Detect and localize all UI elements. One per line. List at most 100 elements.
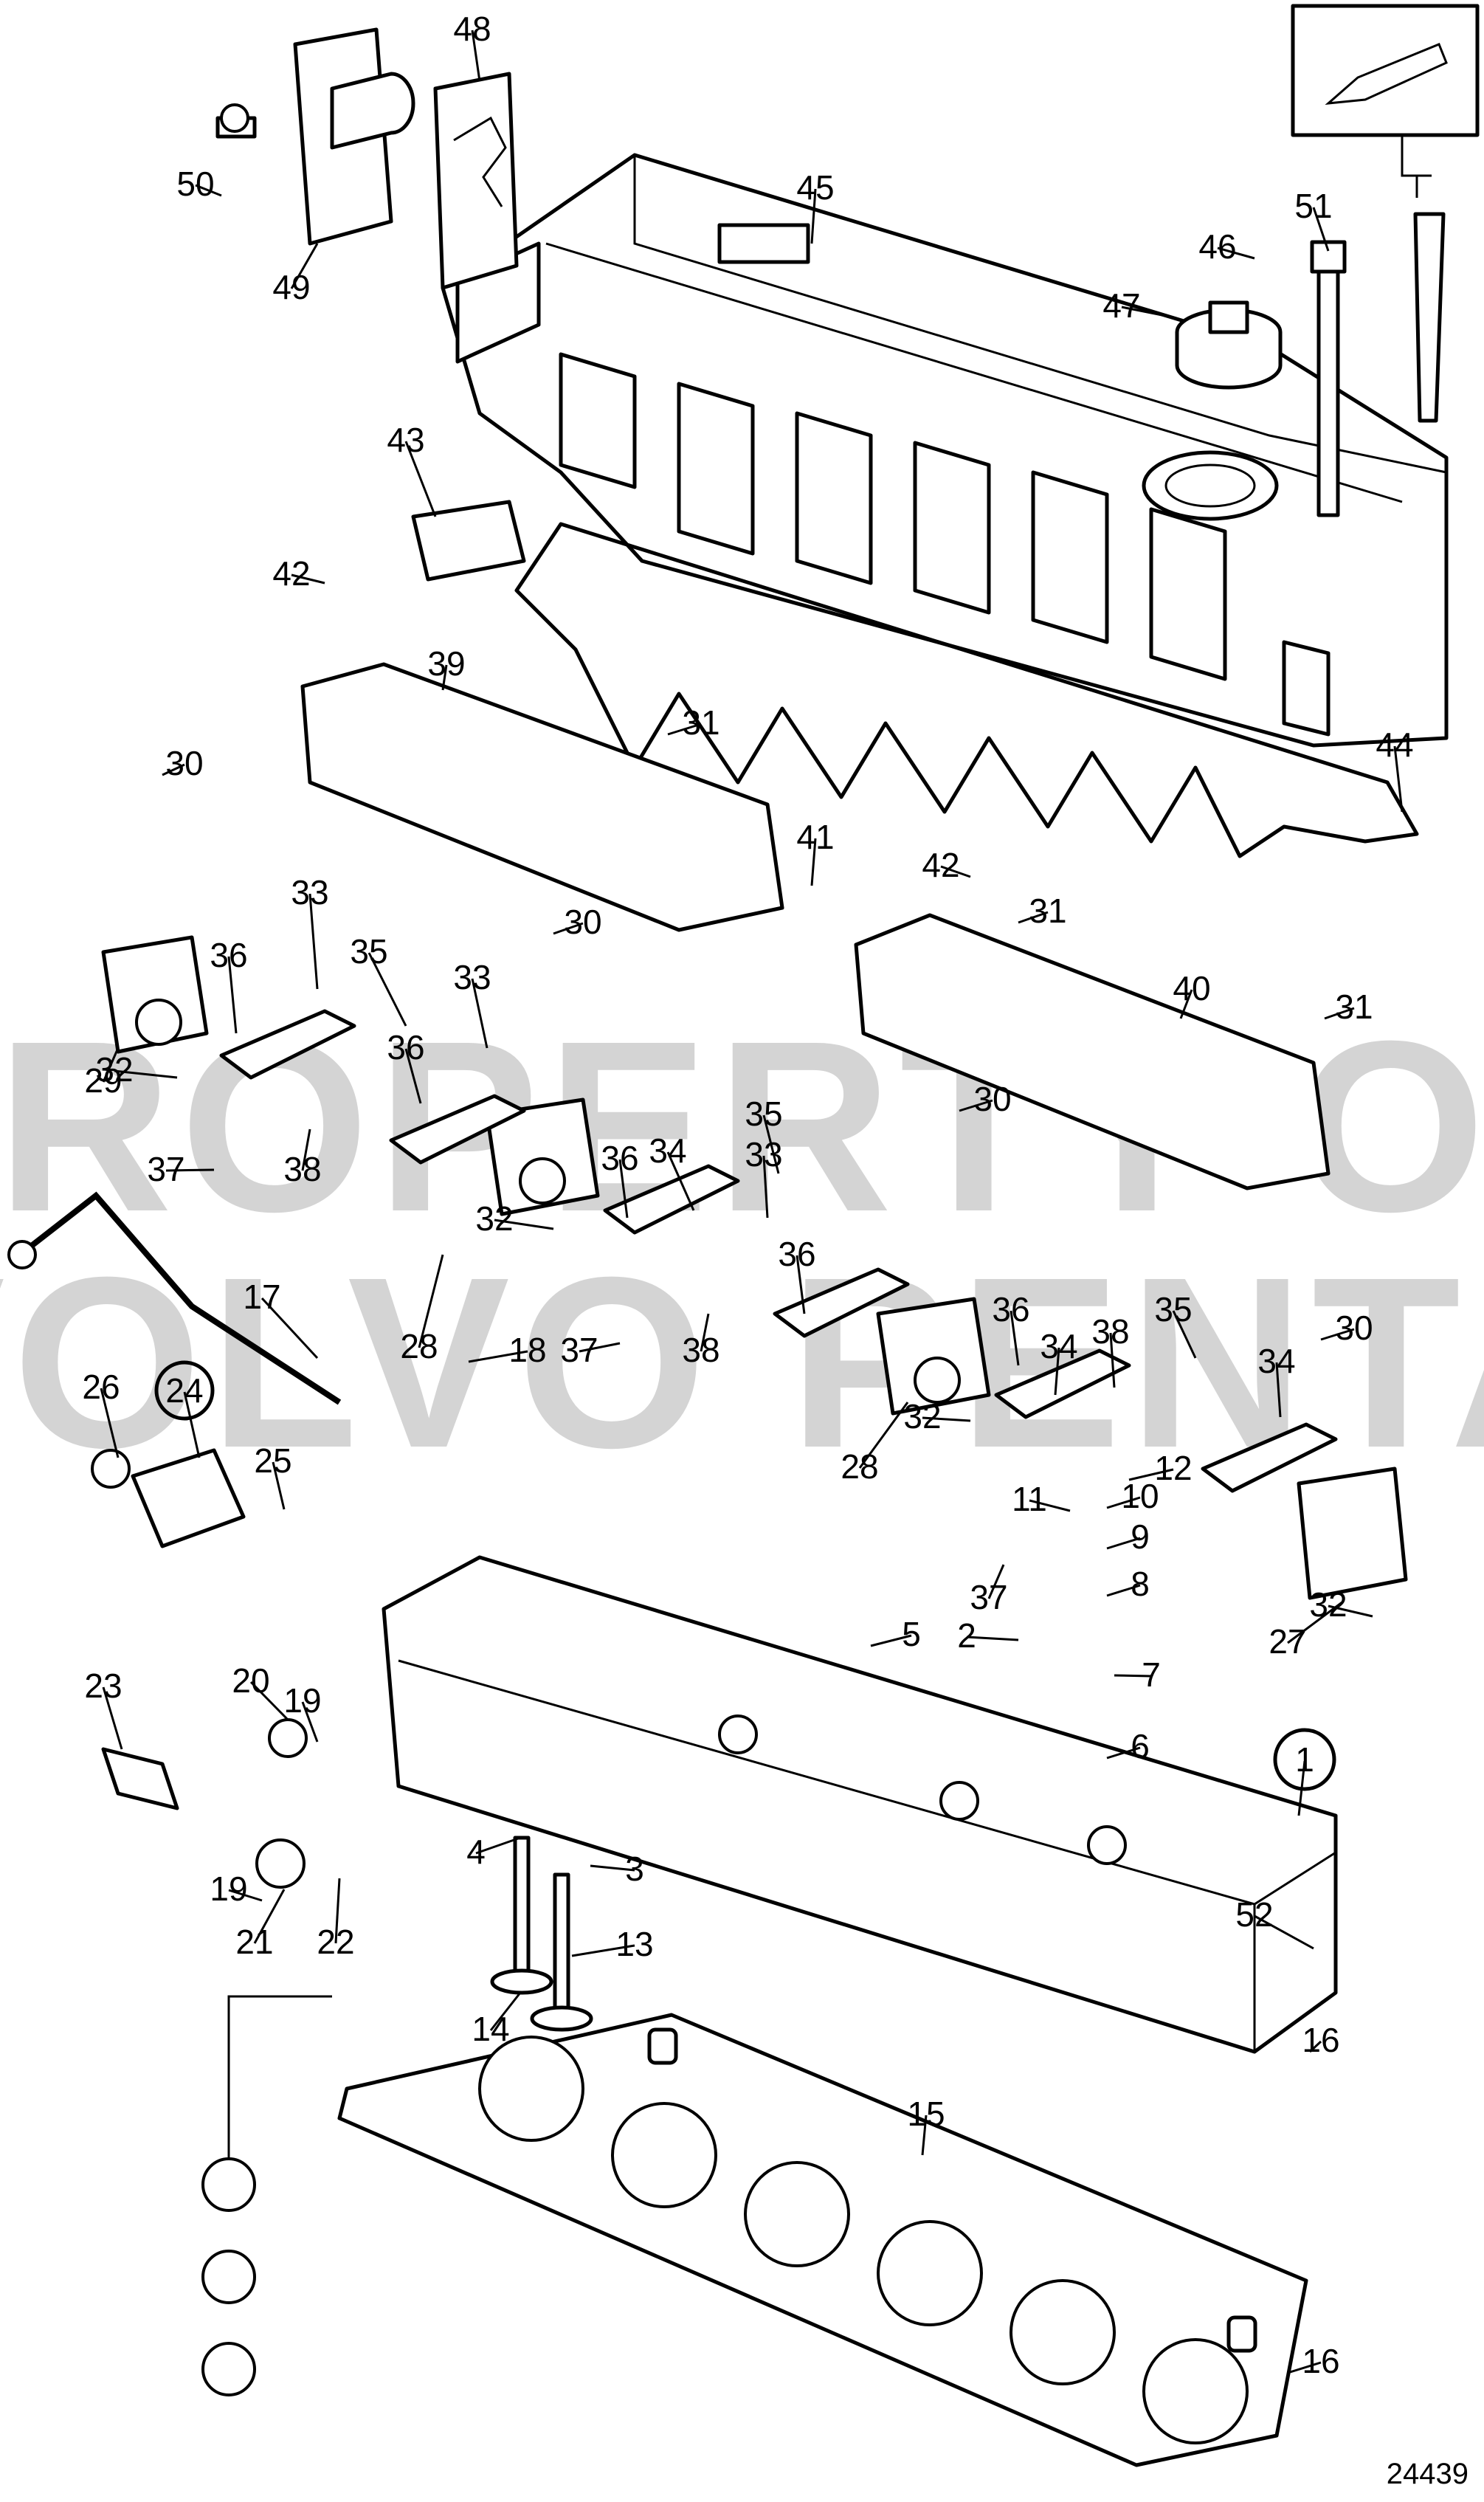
valves: [490, 1836, 593, 2032]
callout-36a: 36: [210, 936, 247, 974]
leader-callout-4: [475, 1836, 521, 1855]
sealant-inset: [1291, 4, 1480, 423]
leader-callout-24: [183, 1391, 201, 1458]
leader-callout-32a: [114, 1069, 178, 1079]
leader-callout-36c: [618, 1159, 629, 1219]
callout-22: 22: [317, 1923, 354, 1961]
leader-callout-30d: [1320, 1328, 1355, 1341]
callout-36b: 36: [387, 1028, 424, 1066]
leader-callout-23: [102, 1686, 123, 1750]
callout-3: 3: [625, 1850, 644, 1888]
leader-callout-28a: [418, 1254, 444, 1348]
leader-callout-34c: [1275, 1362, 1282, 1418]
symbol-circle-3: [201, 2342, 256, 2396]
callout-37a: 37: [147, 1150, 184, 1188]
leader-callout-38b: [700, 1313, 710, 1352]
leader-callout-32d: [1328, 1605, 1373, 1618]
valve-cover-gasket: [514, 522, 1419, 858]
callout-34b: 34: [1040, 1327, 1077, 1365]
leader-callout-48: [471, 30, 481, 82]
leader-callout-44: [1393, 745, 1404, 813]
leader-callout-21: [253, 1889, 286, 1944]
leader-callout-33a: [308, 893, 319, 990]
callout-17: 17: [243, 1278, 280, 1316]
leader-callout-47: [1121, 306, 1174, 319]
callout-32a: 32: [95, 1050, 133, 1089]
leader-callout-11: [1029, 1499, 1071, 1512]
head-gasket: [337, 2013, 1308, 2467]
sensor-23: [101, 1747, 179, 1810]
leader-callout-30a: [162, 763, 185, 776]
leader-callout-46: [1217, 247, 1255, 260]
callout-1: 1: [1295, 1740, 1314, 1779]
callout-31b: 31: [1029, 892, 1066, 930]
callout-8: 8: [1131, 1565, 1150, 1603]
callout-18: 18: [508, 1331, 546, 1369]
callout-13: 13: [615, 1925, 653, 1963]
callout-10: 10: [1121, 1477, 1159, 1515]
callout-14: 14: [472, 2010, 509, 2048]
leader-callout-25: [272, 1461, 286, 1510]
callout-24: 24: [165, 1371, 203, 1410]
callout-28b: 28: [841, 1447, 878, 1486]
callout-31c: 31: [1335, 988, 1373, 1026]
callout-16a: 16: [1302, 2021, 1339, 2059]
callout-51: 51: [1294, 187, 1332, 225]
leader-callout-51: [1312, 207, 1330, 252]
leader-callout-16b: [1287, 2361, 1322, 2374]
callout-35c: 35: [1154, 1290, 1192, 1328]
callout-labels: 1 2 3 4 5 6 7 8 9 10 11 12 13 14 15 16 1…: [82, 10, 1413, 2380]
leader-callout-49: [290, 243, 319, 289]
leader-callout-35c: [1172, 1310, 1197, 1359]
sensor-cable: [27, 1191, 342, 1405]
callout-9: 9: [1131, 1517, 1150, 1556]
ring-callout-24: [154, 1360, 215, 1421]
symbol-bracket: [227, 1995, 332, 2159]
leader-callout-30c: [959, 1099, 993, 1112]
callout-49: 49: [272, 268, 310, 306]
leader-callout-36e: [1010, 1310, 1020, 1366]
callout-34a: 34: [649, 1131, 686, 1170]
leader-callout-12: [1128, 1468, 1174, 1481]
callout-30b: 30: [564, 903, 601, 941]
callout-33c: 33: [745, 1135, 782, 1174]
callout-52: 52: [1235, 1895, 1273, 1934]
leader-callout-8: [1106, 1584, 1141, 1597]
leader-callout-38c: [1109, 1332, 1116, 1388]
leader-callout-32b: [494, 1219, 554, 1230]
callout-38a: 38: [283, 1150, 321, 1188]
leader-callout-37b: [579, 1342, 621, 1353]
bearing-blocks: [101, 935, 1408, 1600]
leader-callout-22: [334, 1878, 341, 1944]
callout-29: 29: [84, 1061, 122, 1100]
cylinder-head: [382, 1555, 1338, 2054]
callout-4: 4: [466, 1833, 486, 1871]
leader-lines: [100, 30, 1404, 2374]
clamp-43: [411, 500, 526, 582]
callout-6: 6: [1131, 1727, 1150, 1765]
leader-callout-3: [590, 1864, 635, 1872]
callout-30a: 30: [165, 744, 203, 782]
callout-42b: 42: [272, 554, 310, 593]
callout-48: 48: [453, 10, 491, 48]
callout-32b: 32: [475, 1199, 513, 1238]
leader-callout-13: [571, 1944, 635, 1957]
callout-36c: 36: [601, 1139, 638, 1177]
leader-callout-26: [100, 1388, 120, 1458]
leader-callout-34a: [666, 1151, 695, 1211]
callout-28a: 28: [400, 1327, 438, 1365]
callout-35b: 35: [745, 1095, 782, 1133]
leader-callout-42b: [291, 573, 325, 585]
callout-12: 12: [1154, 1449, 1192, 1487]
callout-30d: 30: [1335, 1309, 1373, 1347]
plug-21: [255, 1838, 306, 1889]
leader-callout-7: [1114, 1674, 1152, 1678]
callout-7: 7: [1142, 1655, 1161, 1694]
callout-35a: 35: [350, 932, 387, 971]
dowel-16-lower: [1226, 2315, 1257, 2353]
callout-47: 47: [1102, 286, 1140, 325]
leader-callout-17: [260, 1297, 319, 1359]
leader-callout-9: [1106, 1537, 1141, 1550]
callout-20: 20: [232, 1661, 269, 1700]
